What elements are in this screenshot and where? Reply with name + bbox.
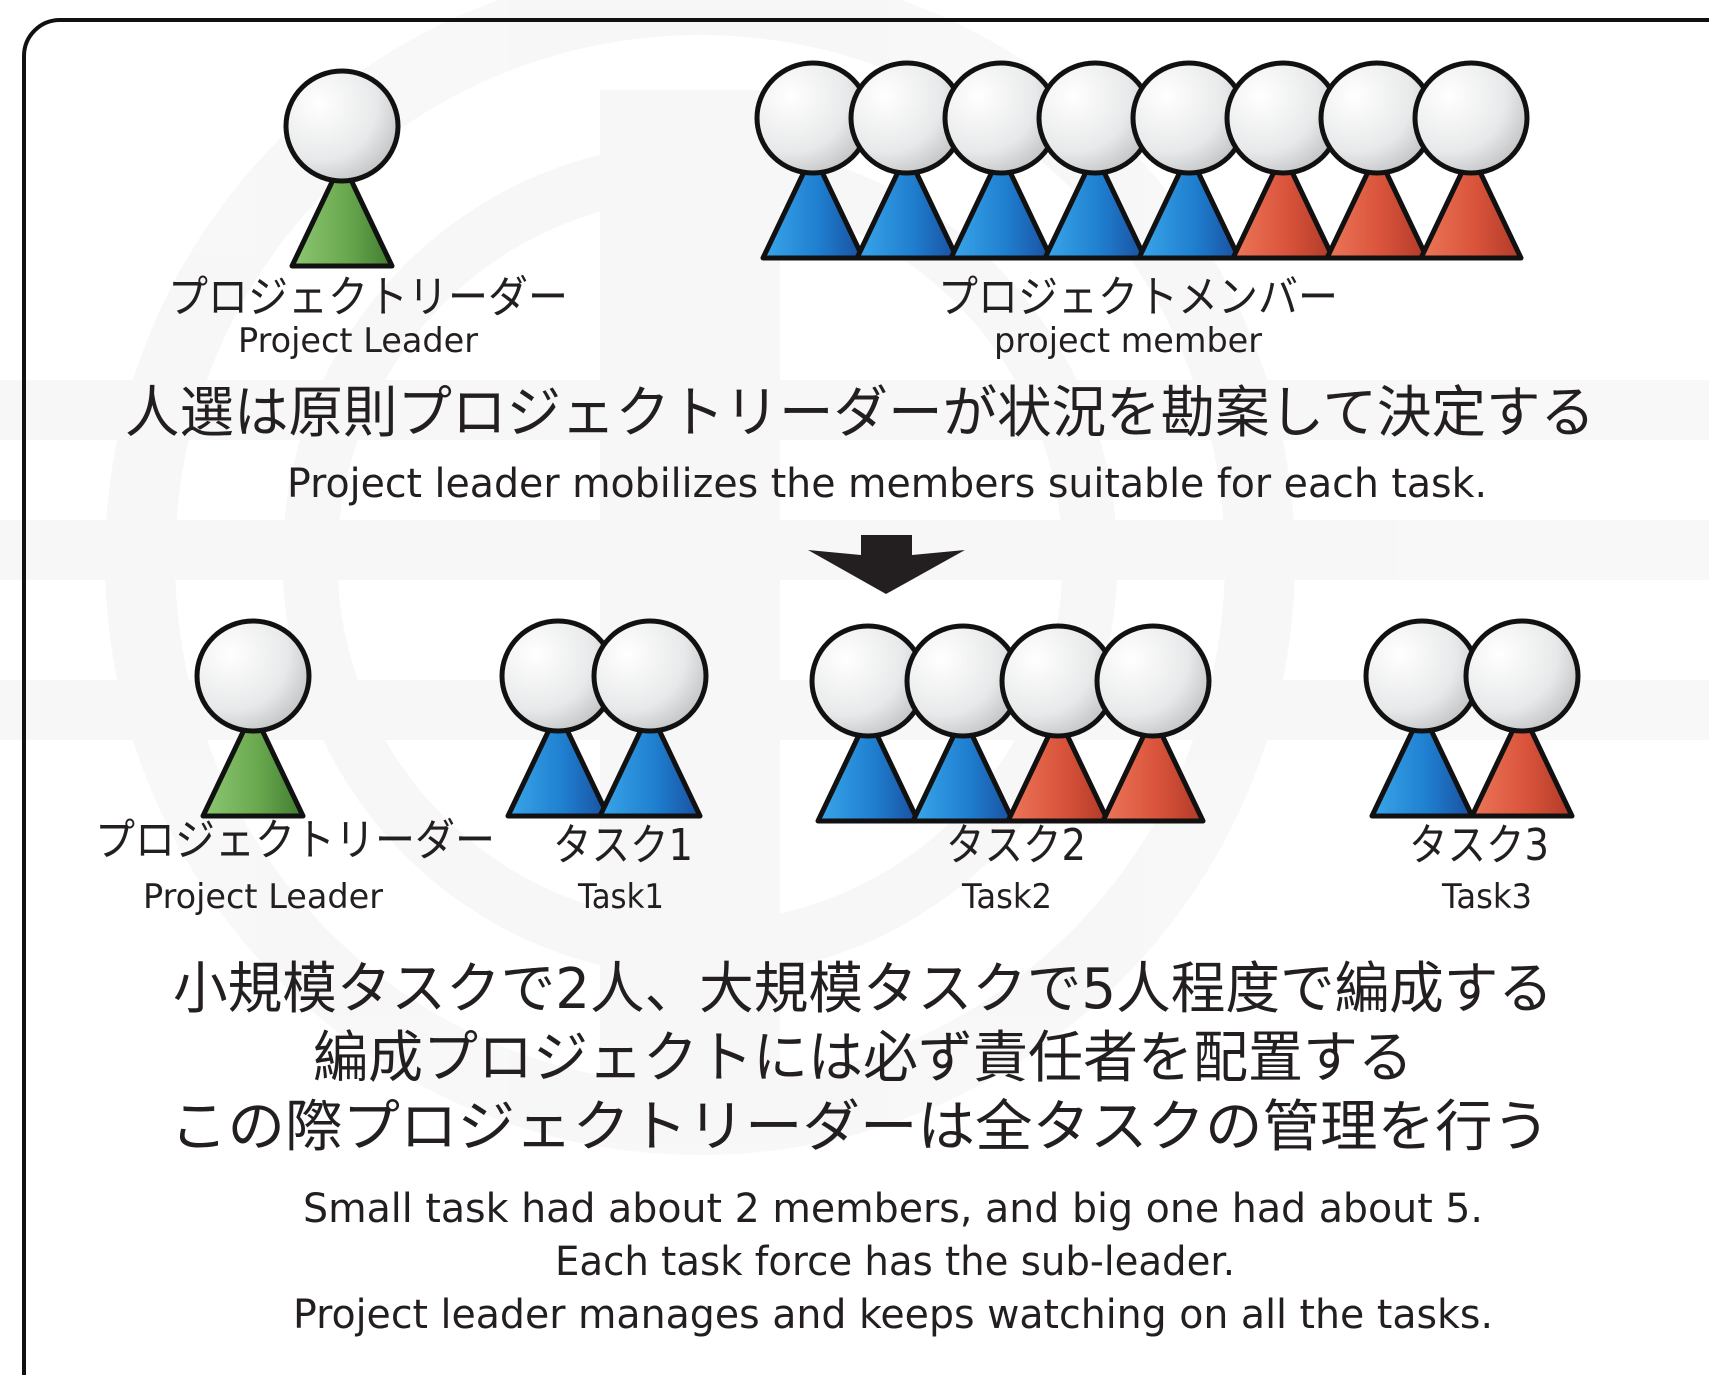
task3-label-en: Task3 (1441, 877, 1532, 917)
member-figure-1 (1363, 618, 1481, 819)
person-body-red (1100, 713, 1206, 824)
top-leader-label-en: Project Leader (238, 321, 478, 361)
top-caption-ja: 人選は原則プロジェクトリーダーが状況を勘案して決定する (125, 381, 1595, 446)
member-figure-2 (904, 623, 1022, 824)
bottom-leader-label-ja: プロジェクトリーダー (95, 815, 495, 866)
member-figure-4 (1036, 60, 1154, 261)
note-en-3: Project leader manages and keeps watchin… (293, 1292, 1493, 1338)
person-body-blue (505, 708, 611, 819)
person-body-red (1418, 150, 1524, 261)
top-members-label-ja: プロジェクトメンバー (938, 272, 1338, 323)
person-head (591, 618, 709, 734)
member-figure-7 (1318, 60, 1436, 261)
task1-members-group (499, 618, 709, 819)
person-body-blue (1369, 708, 1475, 819)
down-arrow-icon (808, 535, 965, 594)
member-figure-4 (1094, 623, 1212, 824)
person-body-blue (1136, 150, 1242, 261)
top-members-label-en: project member (994, 321, 1262, 361)
note-ja-1: 小規模タスクで2人、大規模タスクで5人程度で編成する (173, 957, 1553, 1022)
person-body-red (1324, 150, 1430, 261)
person-body-blue (948, 150, 1054, 261)
task1-label-ja: タスク1 (553, 820, 693, 871)
person-body-green (200, 708, 306, 819)
diagram-frame (22, 18, 1709, 1375)
person-body-green (289, 158, 395, 269)
task2-label-en: Task2 (961, 877, 1052, 917)
person-head (1412, 60, 1530, 176)
note-en-2: Each task force has the sub-leader. (555, 1239, 1235, 1285)
task2-label-ja: タスク2 (946, 820, 1086, 871)
task2-members-group (809, 623, 1212, 824)
task3-members-group (1363, 618, 1581, 819)
person-head (1463, 618, 1581, 734)
person-head (283, 68, 401, 184)
person-head (1363, 618, 1481, 734)
person-head (1094, 623, 1212, 739)
person-body-blue (815, 713, 921, 824)
member-figure-2 (1463, 618, 1581, 819)
member-figure-6 (1224, 60, 1342, 261)
bottom-leader-label-en: Project Leader (143, 877, 383, 917)
member-figure-5 (1130, 60, 1248, 261)
task3-label-ja: タスク3 (1409, 820, 1549, 871)
person-body-red (1005, 713, 1111, 824)
person-body-blue (854, 150, 960, 261)
leader-figure (194, 618, 312, 819)
member-figure-8 (1412, 60, 1530, 261)
person-body-blue (1042, 150, 1148, 261)
leader-figure (283, 68, 401, 269)
person-body-blue (597, 708, 703, 819)
bottom-leader-figure (194, 618, 312, 819)
note-en-1: Small task had about 2 members, and big … (303, 1186, 1483, 1232)
top-leader-label-ja: プロジェクトリーダー (168, 272, 568, 323)
person-body-red (1230, 150, 1336, 261)
person-body-blue (760, 150, 866, 261)
member-figure-3 (999, 623, 1117, 824)
top-caption-en: Project leader mobilizes the members sui… (287, 461, 1487, 507)
top-leader-figure (283, 68, 401, 269)
person-body-blue (910, 713, 1016, 824)
member-figure-3 (942, 60, 1060, 261)
member-figure-1 (754, 60, 872, 261)
member-figure-2 (591, 618, 709, 819)
person-body-red (1469, 708, 1575, 819)
top-members-group (754, 60, 1530, 261)
member-figure-1 (499, 618, 617, 819)
note-ja-2: 編成プロジェクトには必ず責任者を配置する (313, 1026, 1413, 1091)
note-ja-3: この際プロジェクトリーダーは全タスクの管理を行う (170, 1095, 1550, 1160)
member-figure-1 (809, 623, 927, 824)
person-head (194, 618, 312, 734)
task1-label-en: Task1 (577, 877, 664, 917)
